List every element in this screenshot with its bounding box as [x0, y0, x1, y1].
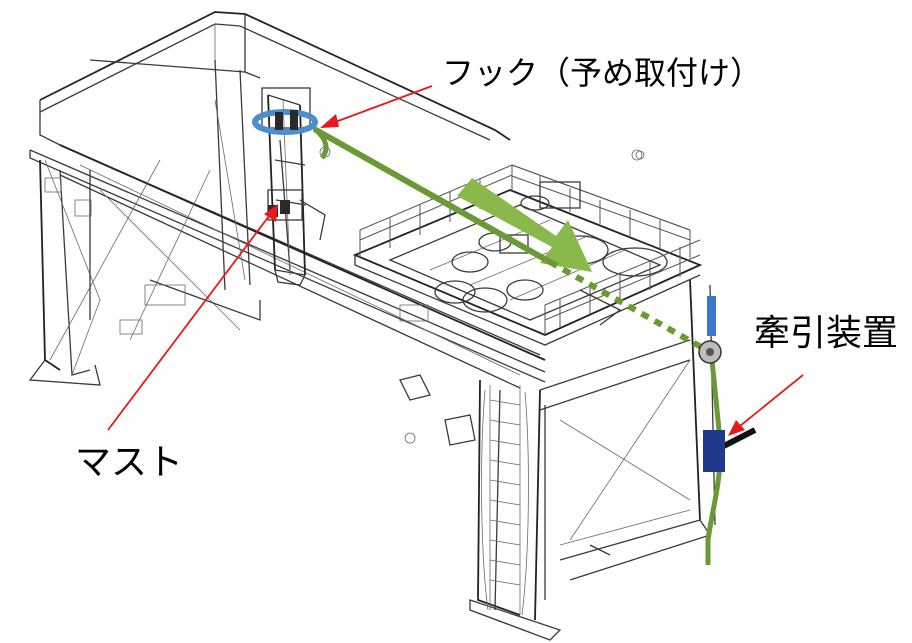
mast-label: マスト — [75, 442, 183, 483]
beam-details — [44, 146, 645, 446]
pulley-icon — [698, 340, 722, 364]
trolley-motion-arrow — [457, 178, 592, 272]
callout-arrow-mast — [107, 204, 278, 431]
cable-dashed — [548, 259, 712, 355]
cable-hook-loop — [314, 128, 329, 160]
cable-solid — [313, 127, 553, 265]
traction-device-icon — [703, 427, 757, 472]
hook-label: フック（予め取付け） — [442, 54, 762, 92]
right-leg-blue-segment — [707, 296, 716, 336]
callout-arrow-hook — [320, 85, 433, 128]
gantry-frame — [28, 11, 716, 641]
callout-arrow-traction — [728, 374, 804, 436]
hook-ring-icon — [252, 109, 318, 135]
traction-device-label: 牽引装置 — [754, 313, 898, 354]
